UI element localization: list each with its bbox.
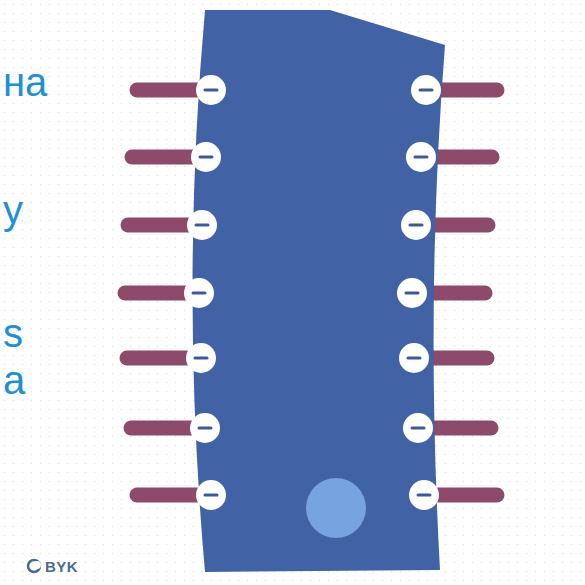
charge-circle [196,75,226,105]
text-fragment: на [3,62,47,102]
charges [184,75,441,510]
charge-circle [190,413,220,443]
minus-sign [193,292,205,295]
minus-sign [195,357,207,360]
brand-logo: BYK [45,559,78,574]
charge-circle [186,343,216,373]
text-fragment: у [3,190,23,230]
minus-sign [196,224,208,227]
text-fragment: а [3,360,25,400]
negative-charge [397,278,427,308]
negative-charge [187,210,217,240]
text-fragment: s [3,313,23,353]
negative-charge [196,480,226,510]
pin1-marker [306,478,366,538]
charge-circle [406,142,436,172]
negative-charge [186,343,216,373]
charge-circle [191,142,221,172]
charge-circle [401,210,431,240]
negative-charge [403,413,433,443]
minus-sign [410,224,422,227]
negative-charge [411,75,441,105]
negative-charge [401,210,431,240]
charge-circle [411,75,441,105]
minus-sign [418,494,430,497]
charge-circle [196,480,226,510]
minus-sign [420,89,432,92]
negative-charge [196,75,226,105]
minus-sign [412,427,424,430]
negative-charge [399,343,429,373]
minus-sign [408,357,420,360]
negative-charge [406,142,436,172]
charge-circle [397,278,427,308]
minus-sign [415,156,427,159]
charge-circle [187,210,217,240]
chip-body [193,10,446,572]
logo-icon [28,560,41,572]
minus-sign [200,156,212,159]
charge-circle [409,480,439,510]
minus-sign [199,427,211,430]
negative-charge [190,413,220,443]
negative-charge [191,142,221,172]
charge-circle [403,413,433,443]
negative-charge [409,480,439,510]
minus-sign [205,89,217,92]
charge-circle [399,343,429,373]
minus-sign [406,292,418,295]
minus-sign [205,494,217,497]
negative-charge [184,278,214,308]
charge-circle [184,278,214,308]
